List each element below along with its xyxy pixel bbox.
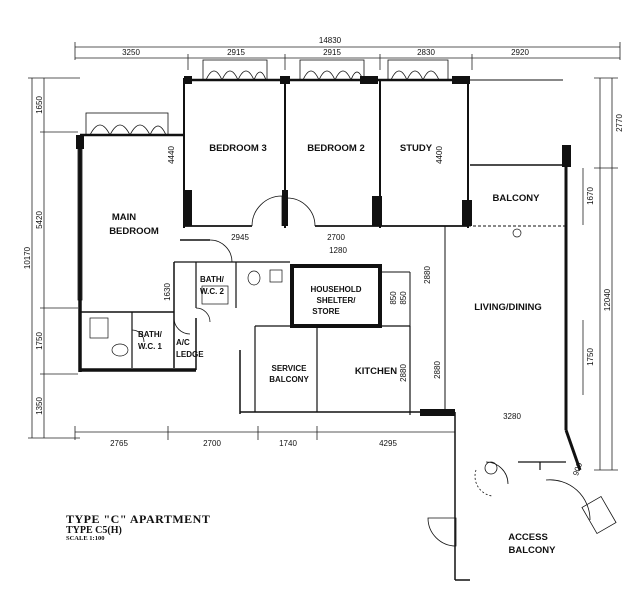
dim-right-2: 12040	[603, 288, 612, 311]
dim-living-h: 3280	[503, 412, 521, 421]
columns	[76, 76, 571, 416]
dim-left-3: 1750	[35, 332, 44, 350]
dim-right-4: 1750	[586, 348, 595, 366]
dim-small-2: 850	[399, 291, 408, 305]
dim-top-5: 2920	[511, 48, 529, 57]
dim-right-1: 2770	[615, 114, 624, 132]
dim-bottom-1: 2765	[110, 439, 128, 448]
label-ac-1: A/C	[176, 338, 190, 347]
label-household-1: HOUSEHOLD	[310, 285, 361, 294]
dim-left-4: 1350	[35, 397, 44, 415]
dim-bottom-4: 4295	[379, 439, 397, 448]
dim-bath: 1630	[163, 283, 172, 301]
dim-left-1: 1650	[35, 96, 44, 114]
dim-household: 1280	[329, 246, 347, 255]
door-swings	[131, 195, 617, 547]
room-labels: BEDROOM 3 BEDROOM 2 STUDY BALCONY MAIN B…	[109, 143, 556, 556]
dim-overall-width: 14830	[319, 36, 342, 45]
dim-corridor-1: 2945	[231, 233, 249, 242]
label-bath1-1: BATH/	[138, 330, 163, 339]
label-bath2-1: BATH/	[200, 275, 225, 284]
dim-bottom-3: 1740	[279, 439, 297, 448]
label-service-1: SERVICE	[272, 364, 308, 373]
dim-study: 4400	[435, 146, 444, 164]
dim-bottom-2: 2700	[203, 439, 221, 448]
fixtures	[89, 228, 522, 357]
label-bedroom-3: BEDROOM 3	[209, 143, 267, 154]
dim-top-2: 2915	[227, 48, 245, 57]
label-household-3: STORE	[312, 307, 340, 316]
dim-living-v: 2880	[423, 266, 432, 284]
dim-door-a: 900	[571, 461, 584, 477]
label-living-dining: LIVING/DINING	[474, 302, 542, 313]
caption-scale: SCALE 1:100	[66, 535, 105, 543]
dim-small-1: 850	[389, 291, 398, 305]
dim-top-3: 2915	[323, 48, 341, 57]
dimension-labels: 14830 3250 2915 2915 2830 2920 2765 2700…	[23, 36, 624, 477]
windows	[77, 59, 449, 301]
label-access-1: ACCESS	[508, 532, 548, 543]
label-bath2-2: W.C. 2	[200, 287, 225, 296]
label-household-2: SHELTER/	[317, 296, 357, 305]
label-bath1-2: W.C. 1	[138, 342, 163, 351]
dim-corridor-2: 2700	[327, 233, 345, 242]
dimension-lines	[28, 42, 621, 471]
dim-top-4: 2830	[417, 48, 435, 57]
label-bedroom-2: BEDROOM 2	[307, 143, 365, 154]
label-kitchen: KITCHEN	[355, 366, 397, 377]
label-ac-2: LEDGE	[176, 350, 204, 359]
label-service-2: BALCONY	[269, 375, 309, 384]
dim-kitchen-1: 2880	[399, 364, 408, 382]
label-main-2: BEDROOM	[109, 226, 159, 237]
dim-left-2: 5420	[35, 211, 44, 229]
dim-main-bedroom: 4440	[167, 146, 176, 164]
caption-type: TYPE C5(H)	[66, 524, 122, 536]
dim-overall-height: 10170	[23, 246, 32, 269]
plan-caption: TYPE "C" APARTMENT TYPE C5(H) SCALE 1:10…	[66, 513, 210, 543]
label-balcony: BALCONY	[493, 193, 541, 204]
label-main-1: MAIN	[112, 212, 136, 223]
label-access-2: BALCONY	[509, 545, 557, 556]
dim-kitchen-2: 2880	[433, 361, 442, 379]
caption-title: TYPE "C" APARTMENT	[66, 512, 211, 526]
dim-right-3: 1670	[586, 187, 595, 205]
dim-top-1: 3250	[122, 48, 140, 57]
label-study: STUDY	[400, 143, 433, 154]
